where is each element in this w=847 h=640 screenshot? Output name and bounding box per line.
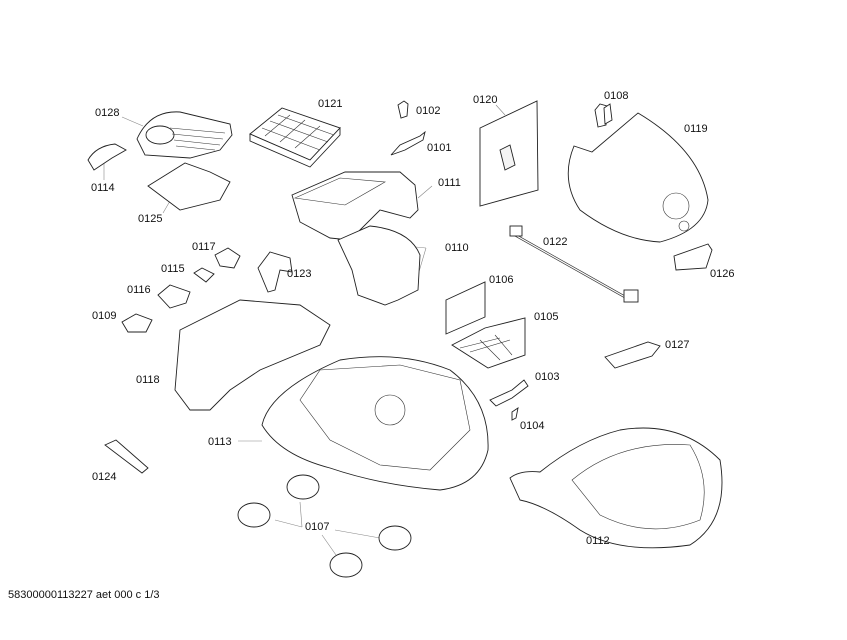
part-0108-hinge[interactable]	[594, 103, 613, 128]
label-0123: 0123	[287, 268, 312, 280]
part-0117-button[interactable]	[214, 247, 241, 269]
label-0103: 0103	[535, 371, 560, 383]
part-0102-clip[interactable]	[397, 100, 409, 119]
label-0108: 0108	[604, 90, 629, 102]
part-0123-bracket[interactable]	[257, 251, 293, 293]
label-0113: 0113	[208, 436, 232, 448]
label-0105: 0105	[534, 311, 559, 323]
part-0114-latch[interactable]	[87, 143, 127, 171]
label-0125: 0125	[138, 213, 163, 225]
label-0122: 0122	[543, 236, 568, 248]
label-0120: 0120	[473, 94, 498, 106]
label-0107: 0107	[305, 521, 330, 533]
part-0103-circuit-board[interactable]	[489, 379, 529, 407]
label-0115: 0115	[161, 263, 185, 275]
part-0120-dust-bag[interactable]	[479, 100, 539, 207]
label-0128: 0128	[95, 107, 120, 119]
part-0116-button[interactable]	[157, 284, 191, 309]
part-0106-filter-mat[interactable]	[445, 281, 486, 335]
part-0105-grille[interactable]	[451, 317, 526, 369]
part-0115-slider[interactable]	[193, 267, 215, 283]
part-0124-handle-part[interactable]	[104, 439, 149, 474]
document-reference: 58300000113227 aet 000 c 1/3	[8, 589, 160, 601]
part-0127-control-panel[interactable]	[604, 341, 661, 369]
part-0128-filter-cover[interactable]	[136, 111, 233, 159]
label-0117: 0117	[192, 241, 216, 253]
label-0102: 0102	[416, 105, 441, 117]
label-0119: 0119	[684, 123, 708, 135]
part-0109-switch[interactable]	[121, 313, 153, 333]
part-0111-filter-housing[interactable]	[291, 171, 419, 241]
label-0116: 0116	[127, 284, 151, 296]
label-0101: 0101	[427, 142, 452, 154]
label-0126: 0126	[710, 268, 735, 280]
part-0119-top-lid[interactable]	[567, 112, 709, 243]
label-0106: 0106	[489, 274, 514, 286]
part-0121-hepa-filter[interactable]	[249, 107, 341, 168]
label-0104: 0104	[520, 420, 545, 432]
label-0114: 0114	[91, 182, 115, 194]
part-0107-wheels[interactable]	[237, 474, 412, 578]
label-0112: 0112	[586, 535, 610, 547]
label-0121: 0121	[318, 98, 343, 110]
label-0124: 0124	[92, 471, 117, 483]
part-0110-motor-shroud[interactable]	[337, 225, 421, 306]
part-0122-cable-harness[interactable]	[509, 225, 639, 303]
part-0125-filter-sheet[interactable]	[147, 162, 231, 211]
part-0118-upper-housing[interactable]	[174, 299, 331, 411]
label-0127: 0127	[665, 339, 690, 351]
part-0113-base[interactable]	[261, 356, 489, 491]
label-0110: 0110	[445, 242, 469, 254]
part-0126-handle-cap[interactable]	[673, 243, 713, 271]
label-0118: 0118	[136, 374, 160, 386]
label-0109: 0109	[92, 310, 117, 322]
part-0104-insulator[interactable]	[511, 407, 519, 421]
part-0112-bottom-frame[interactable]	[509, 427, 723, 549]
label-0111: 0111	[438, 177, 461, 189]
part-0101-spring-lever[interactable]	[390, 130, 426, 156]
